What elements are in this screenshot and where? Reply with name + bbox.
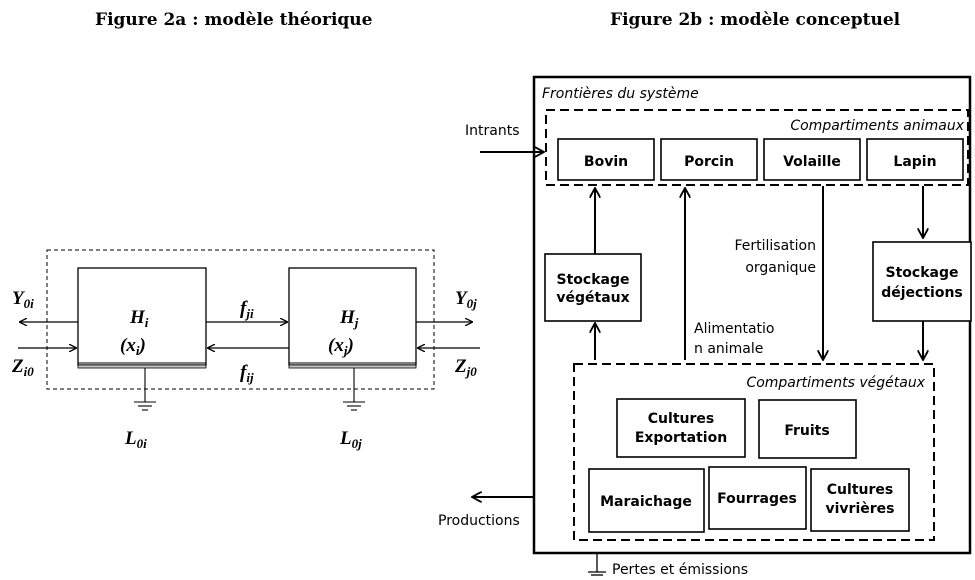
l-0i-label: L0i bbox=[124, 428, 147, 451]
compartment-h-i: Hi (xi) bbox=[77, 267, 207, 369]
intrants-label: Intrants bbox=[465, 123, 519, 139]
animal-compartments-group bbox=[545, 109, 969, 186]
system-boundary-label: Frontières du système bbox=[542, 86, 699, 102]
h-i-label: Hi bbox=[129, 307, 149, 330]
vegetal-compartments-group bbox=[573, 363, 935, 541]
h-j-label: Hj bbox=[339, 307, 359, 330]
f-ij-label: fij bbox=[240, 362, 254, 385]
system-dashed-box-2a bbox=[46, 249, 435, 390]
pertes-label: Pertes et émissions bbox=[612, 562, 748, 578]
animal-bovin: Bovin bbox=[557, 138, 655, 181]
animal-compartments-label: Compartiments animaux bbox=[790, 118, 964, 134]
vegetal-fruits: Fruits bbox=[758, 399, 857, 459]
z-j0-label: Zj0 bbox=[454, 356, 477, 379]
animal-lapin-label: Lapin bbox=[893, 154, 936, 170]
figure-2b-title: Figure 2b : modèle conceptuel bbox=[610, 10, 901, 30]
figure-2a-title: Figure 2a : modèle théorique bbox=[95, 10, 373, 30]
animal-lapin: Lapin bbox=[866, 138, 964, 181]
ground-symbol-i bbox=[134, 368, 156, 411]
productions-label: Productions bbox=[438, 513, 520, 529]
f-ji-label: fji bbox=[240, 298, 254, 321]
ground-symbol-j bbox=[343, 368, 365, 411]
animal-volaille: Volaille bbox=[763, 138, 861, 181]
fruits-label: Fruits bbox=[784, 423, 829, 439]
y-0j-label: Y0j bbox=[455, 288, 477, 311]
z-i0-label: Zi0 bbox=[11, 356, 34, 379]
animal-volaille-label: Volaille bbox=[783, 154, 841, 170]
x-j-label: (xj) bbox=[328, 335, 354, 358]
compartment-h-j: Hj (xj) bbox=[288, 267, 417, 369]
animal-porcin-label: Porcin bbox=[684, 154, 734, 170]
animal-porcin: Porcin bbox=[660, 138, 758, 181]
ground-symbol-pertes bbox=[588, 553, 606, 576]
animal-bovin-label: Bovin bbox=[584, 154, 628, 170]
vegetal-compartments-label: Compartiments végétaux bbox=[746, 375, 925, 391]
y-0i-label: Y0i bbox=[12, 288, 34, 311]
fourrages-label: Fourrages bbox=[717, 491, 797, 507]
maraichage-label: Maraichage bbox=[600, 494, 692, 510]
vegetal-fourrages: Fourrages bbox=[708, 466, 807, 530]
x-i-label: (xi) bbox=[120, 335, 146, 358]
vegetal-maraichage: Maraichage bbox=[588, 468, 705, 533]
l-0j-label: L0j bbox=[339, 428, 362, 451]
